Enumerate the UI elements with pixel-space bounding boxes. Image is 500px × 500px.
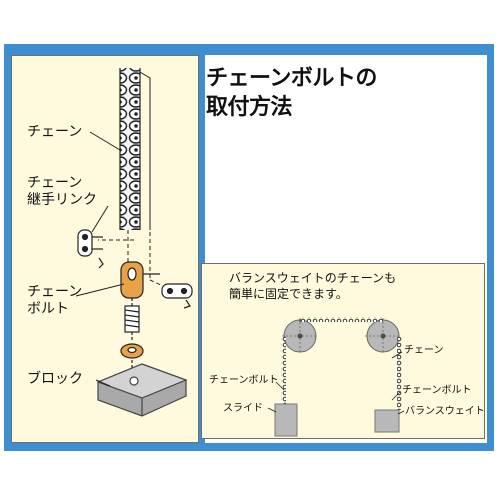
pulley-left xyxy=(282,318,318,354)
inset-label-chain: チェーン xyxy=(404,345,444,356)
joint-link-right-illustration xyxy=(161,283,193,309)
label-chain-bolt-line1: チェーン xyxy=(27,284,83,300)
inset-label-bolt-left: チェーンボルト xyxy=(209,375,279,386)
inset-panel xyxy=(201,263,485,439)
inset-caption-line2: 簡単に固定できます。 xyxy=(229,287,348,301)
inset-label-slide: スライド xyxy=(223,403,263,414)
label-joint-link-line2: 継手リンク xyxy=(27,192,97,208)
leader-lines xyxy=(75,131,125,387)
label-chain: チェーン xyxy=(27,124,83,140)
label-chain-bolt-line2: ボルト xyxy=(27,301,69,317)
joint-link-illustration xyxy=(77,229,104,269)
pulley-right xyxy=(365,318,401,354)
page-title: チェーンボルトの 取付方法 xyxy=(206,64,377,122)
inset-weight-box xyxy=(374,409,400,433)
inset-label-weight: バランスウェイト xyxy=(405,406,485,417)
inset-chain-left xyxy=(281,336,286,404)
label-block: ブロック xyxy=(27,371,83,387)
chain-bolt-illustration xyxy=(120,261,160,342)
inset-chain-right xyxy=(397,336,402,410)
inset-caption: バランスウェイトのチェーンも 簡単に固定できます。 xyxy=(229,270,396,302)
inset-chain-top xyxy=(300,317,383,322)
inset-label-bolt-right: チェーンボルト xyxy=(402,385,472,396)
block-illustration xyxy=(96,363,188,417)
inset-caption-line1: バランスウェイトのチェーンも xyxy=(229,271,397,285)
title-line-1: チェーンボルトの xyxy=(206,66,377,91)
assembly-guide-lines xyxy=(98,230,173,291)
inset-slide-box xyxy=(274,403,298,437)
label-joint-link-line1: チェーン xyxy=(27,175,83,191)
title-line-2: 取付方法 xyxy=(206,95,293,120)
chain-illustration xyxy=(119,68,151,230)
inset-drawing xyxy=(267,317,405,437)
